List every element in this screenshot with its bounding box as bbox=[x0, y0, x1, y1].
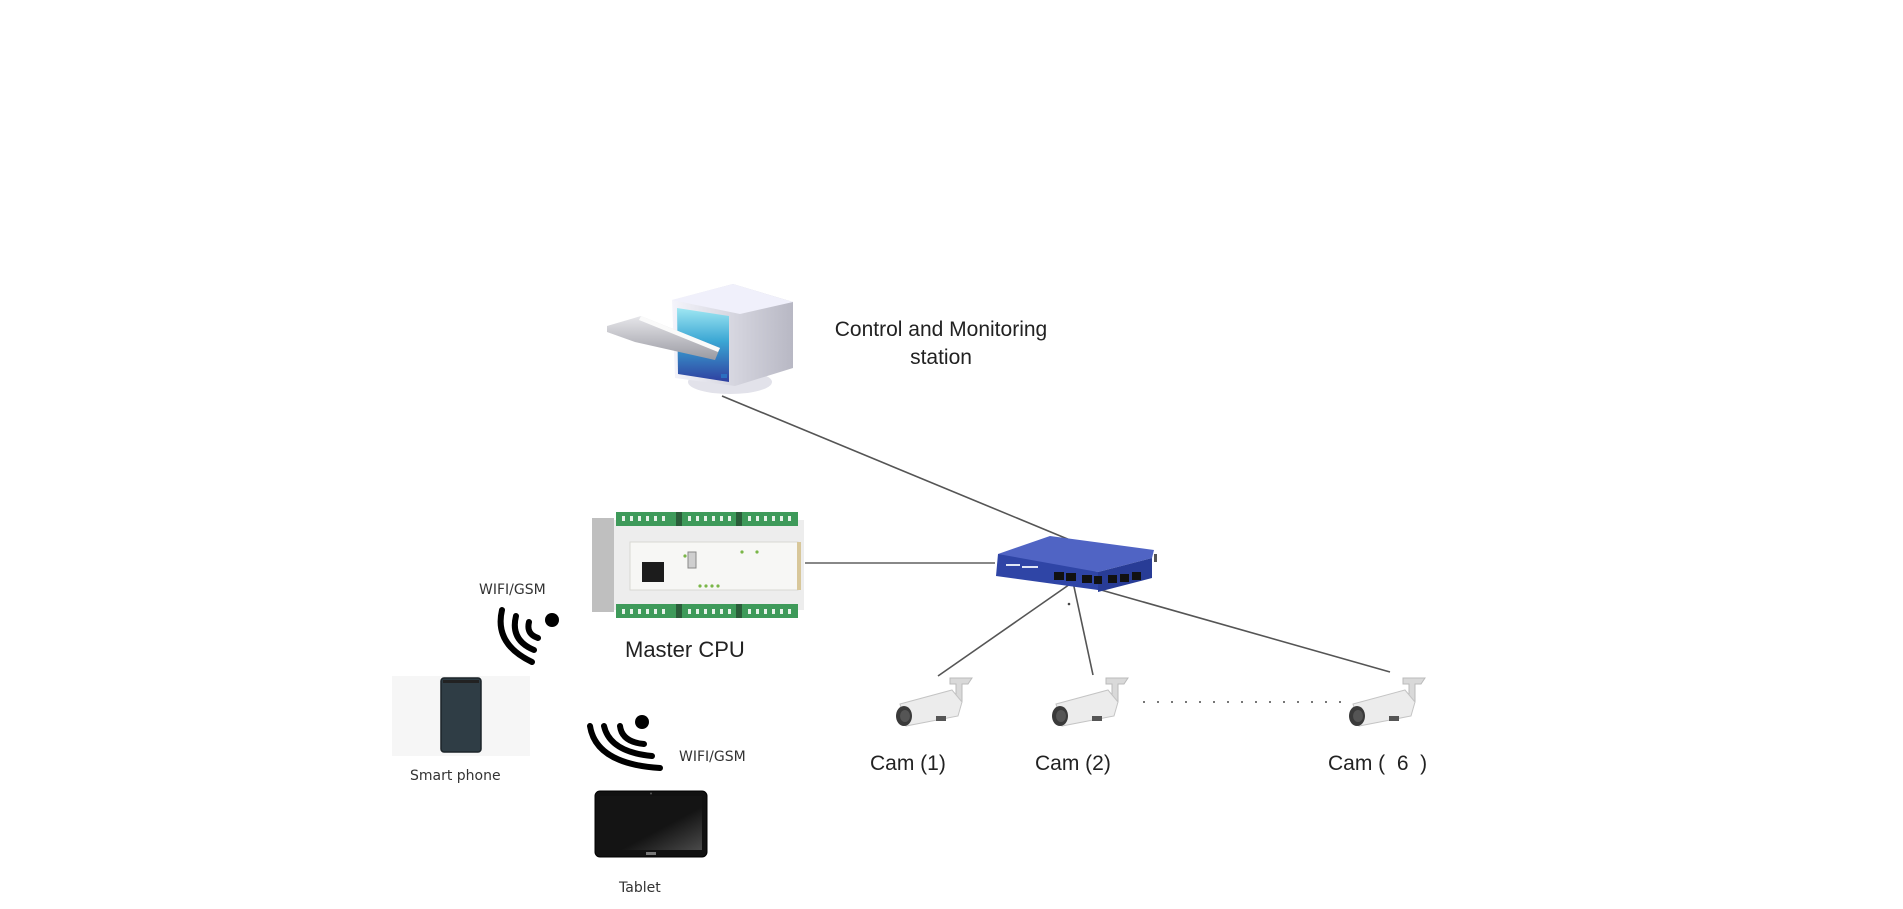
tablet-icon bbox=[594, 790, 708, 858]
camera-2-node[interactable] bbox=[1048, 674, 1134, 730]
tablet-label: Tablet bbox=[619, 880, 661, 896]
wifi-gsm-label-top: WIFI/GSM bbox=[479, 582, 546, 598]
camera-6-node[interactable] bbox=[1345, 674, 1431, 730]
wifi-gsm-bottom-node bbox=[584, 712, 668, 774]
desktop-computer-icon bbox=[607, 284, 793, 394]
bullet-camera-icon bbox=[1349, 677, 1426, 727]
camera-1-label: Cam (1) bbox=[870, 752, 946, 775]
control-station-label: Control and Monitoring station bbox=[806, 316, 1076, 372]
edge-switch-cam1 bbox=[937, 581, 1074, 677]
network-switch-node[interactable] bbox=[992, 532, 1160, 594]
camera-2-label: Cam (2) bbox=[1035, 752, 1111, 775]
wireless-signal-icon bbox=[497, 607, 559, 665]
stray-dot bbox=[1067, 602, 1071, 606]
bullet-camera-icon bbox=[1052, 677, 1129, 727]
network-switch-icon bbox=[996, 536, 1157, 592]
master-cpu-node[interactable] bbox=[592, 512, 804, 618]
camera-1-node[interactable] bbox=[892, 674, 978, 730]
smartphone-label: Smart phone bbox=[410, 768, 501, 784]
wifi-gsm-label-bottom: WIFI/GSM bbox=[679, 749, 746, 765]
tablet-node[interactable] bbox=[594, 790, 708, 858]
smartphone-icon bbox=[440, 677, 482, 753]
smartphone-node[interactable] bbox=[392, 676, 530, 756]
edge-switch-cam2 bbox=[1072, 581, 1094, 676]
control-station-label-line2: station bbox=[910, 346, 972, 369]
camera-6-label: Cam ( 6 ) bbox=[1328, 752, 1428, 775]
master-cpu-label: Master CPU bbox=[625, 637, 745, 662]
plc-controller-icon bbox=[592, 512, 804, 618]
wireless-signal-icon bbox=[587, 715, 663, 771]
bullet-camera-icon bbox=[896, 677, 973, 727]
wifi-gsm-top-node bbox=[492, 600, 564, 670]
control-station-label-line1: Control and Monitoring bbox=[834, 318, 1048, 341]
control-station-node[interactable] bbox=[605, 282, 800, 410]
edge-switch-cam6 bbox=[1072, 581, 1391, 673]
